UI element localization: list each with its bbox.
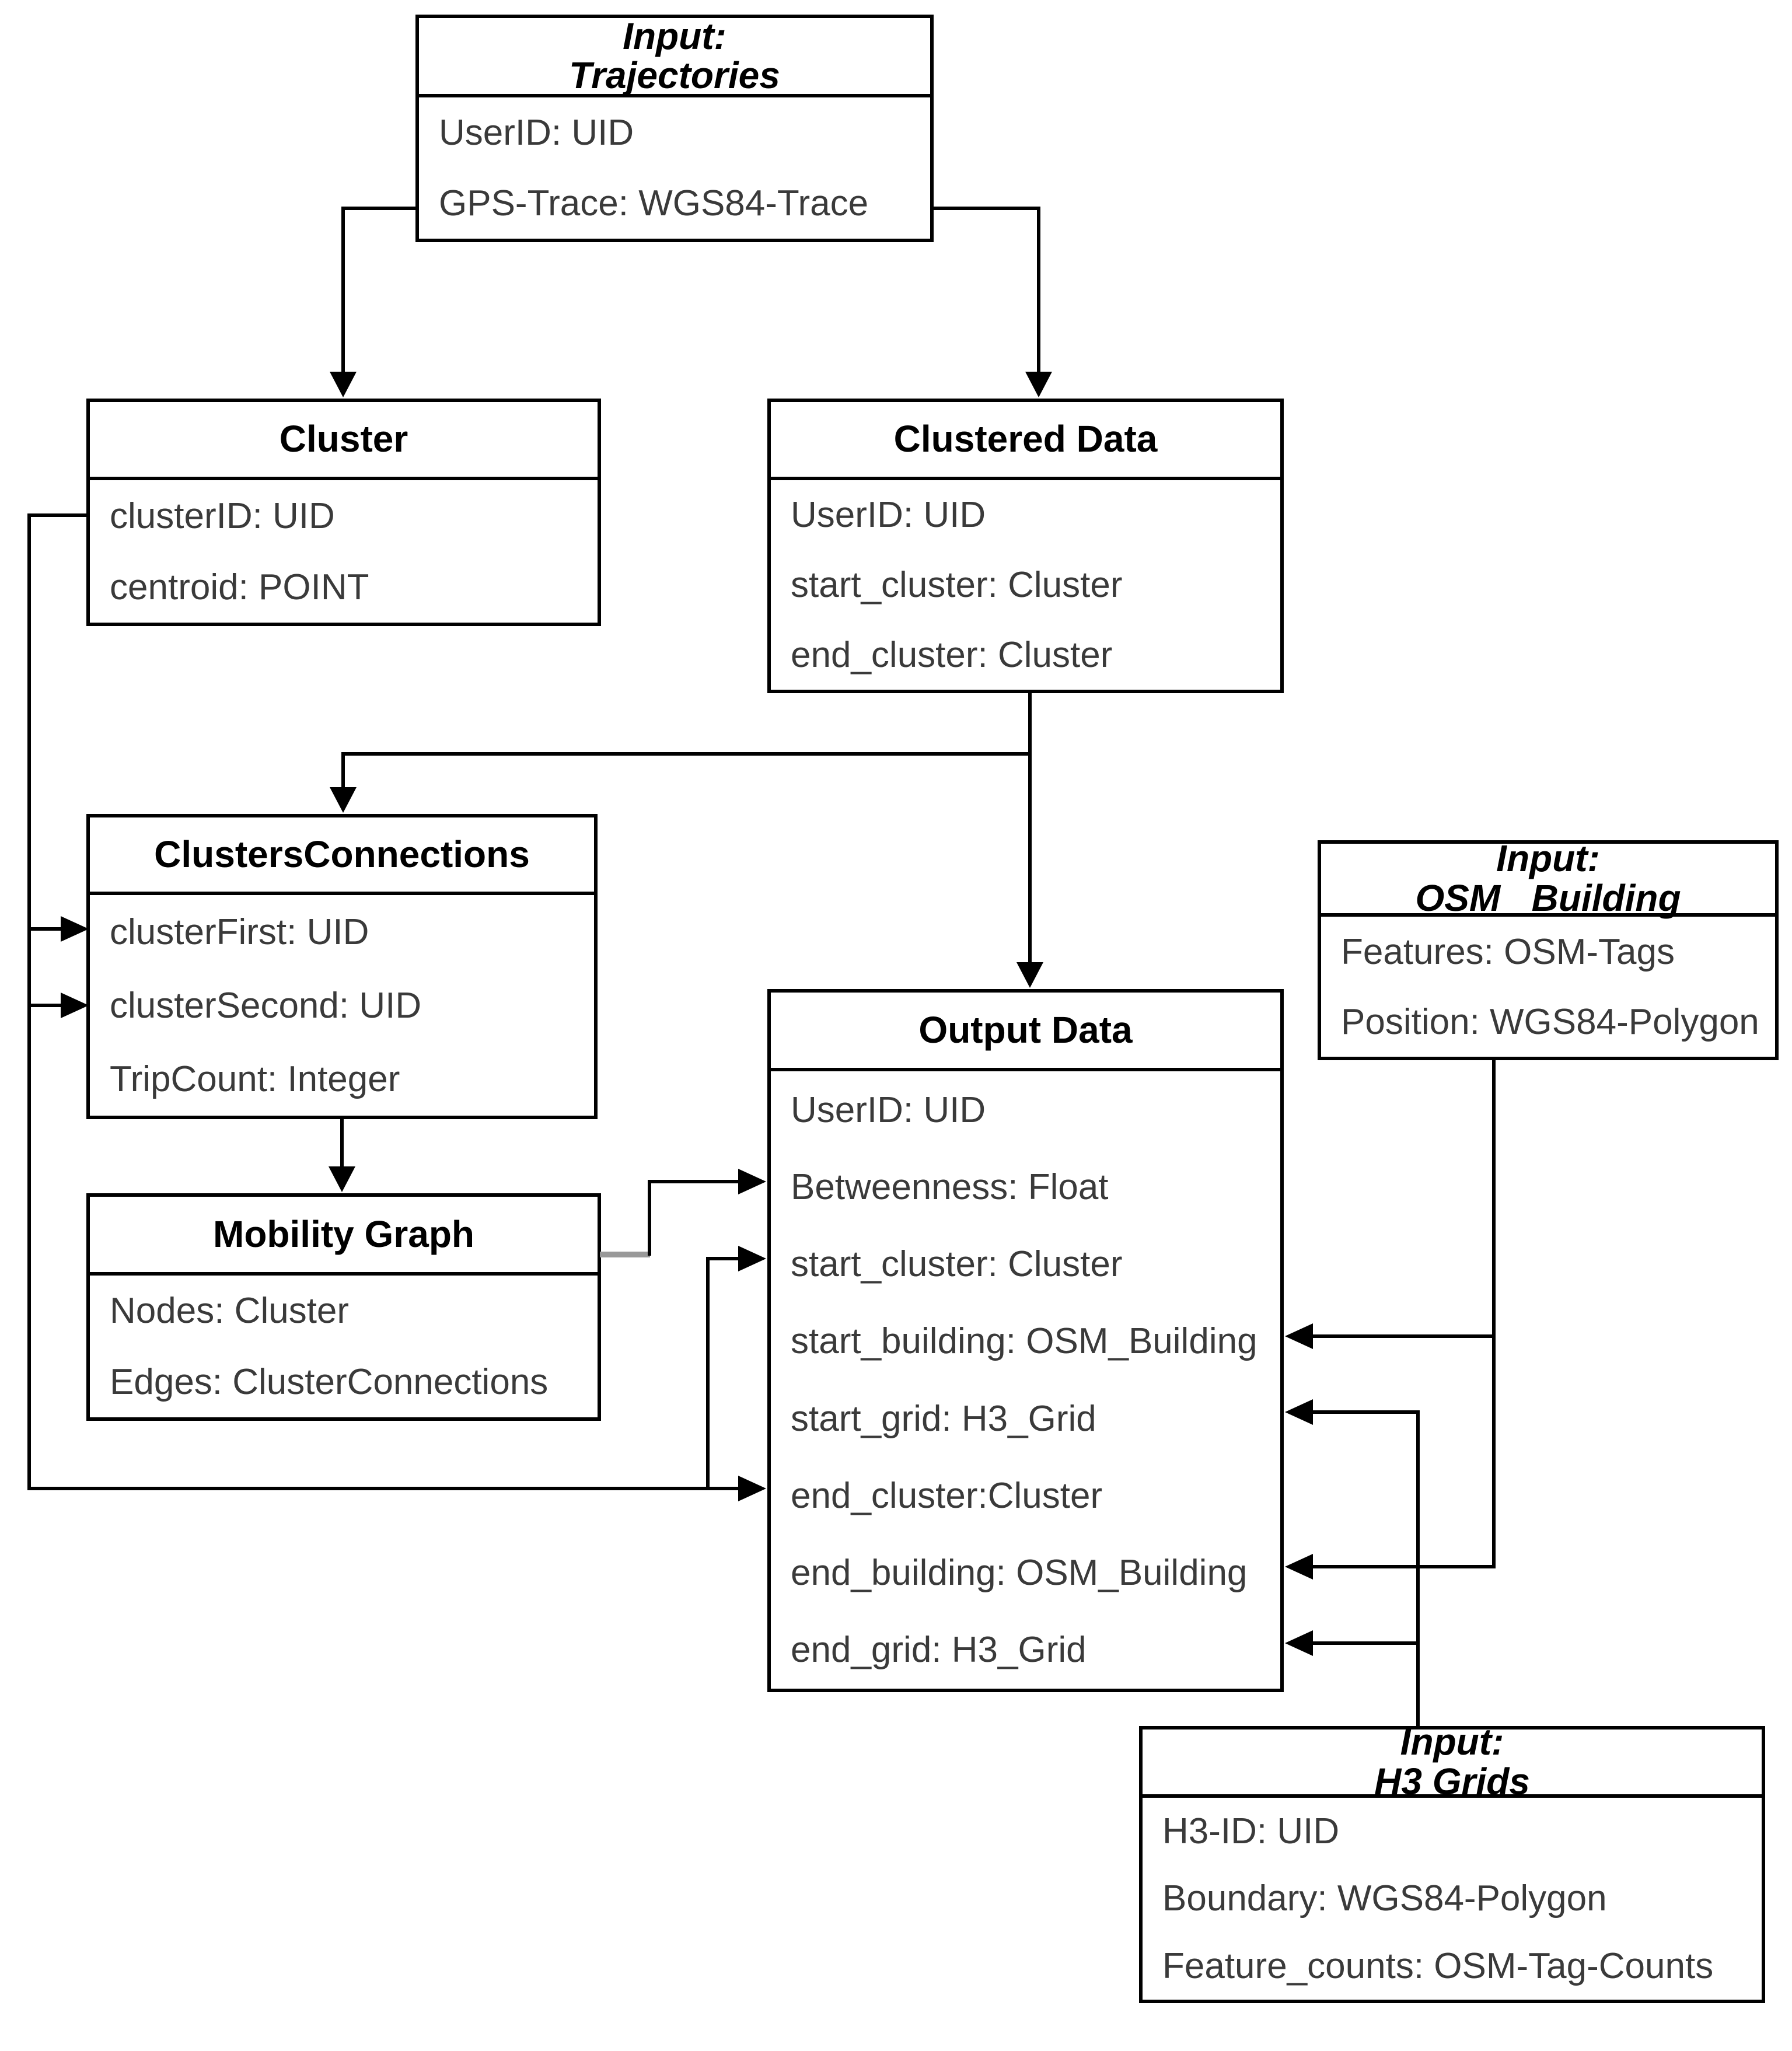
field-cluster-second: clusterSecond: UID — [110, 985, 422, 1026]
field-userid: UserID: UID — [439, 113, 634, 153]
edge-trajectories-to-cluster-segment-h — [343, 207, 415, 210]
edge-cluster-to-clusterfirst-arrowhead-right-icon — [61, 916, 89, 942]
field-nodes: Nodes: Cluster — [110, 1291, 350, 1332]
edge-h3-to-endgrid-arrowhead-left-icon — [1285, 1630, 1313, 1656]
entity-cluster: Cluster clusterID: UID centroid: POINT — [86, 399, 601, 626]
title-line1: Input: — [1400, 1721, 1504, 1763]
field-end-building: end_building: OSM_Building — [791, 1553, 1248, 1594]
field-end-cluster: end_cluster:Cluster — [791, 1475, 1103, 1516]
title-line2: OSM _Building — [1415, 876, 1681, 919]
edge-cluster-to-startcluster-segment-h — [706, 1257, 740, 1260]
field-end-cluster: end_cluster: Cluster — [791, 634, 1113, 675]
field-start-building: start_building: OSM_Building — [791, 1321, 1257, 1362]
edge-clustered-to-cc-segment-h — [341, 752, 1030, 756]
title-line1: Input: — [1496, 837, 1600, 880]
entity-clusters-connections: ClustersConnections clusterFirst: UID cl… — [86, 814, 598, 1119]
entity-mobility-graph: Mobility Graph Nodes: Cluster Edges: Clu… — [86, 1193, 601, 1421]
field-h3-id: H3-ID: UID — [1162, 1811, 1340, 1852]
edge-cluster-to-clustersecond-arrowhead-right-icon — [61, 993, 89, 1018]
edge-trajectories-to-clustered-arrowhead-down-icon — [1025, 372, 1052, 397]
entity-clustered-data-title: Clustered Data — [771, 402, 1280, 480]
field-betweenness: Betweenness: Float — [791, 1166, 1109, 1207]
edge-cluster-to-startcluster-segment-v — [706, 1257, 710, 1490]
field-position: Position: WGS84-Polygon — [1341, 1001, 1759, 1042]
edge-cluster-spine-segment-top-h — [29, 513, 86, 517]
entity-input-h3-grids: Input: H3 Grids H3-ID: UID Boundary: WGS… — [1139, 1722, 1765, 2003]
edge-h3-to-endgrid-segment-h — [1312, 1641, 1420, 1645]
field-clusterid: clusterID: UID — [110, 495, 335, 536]
edge-osm-to-startbuilding-arrowhead-left-icon — [1285, 1323, 1313, 1349]
field-start-cluster: start_cluster: Cluster — [791, 1244, 1123, 1285]
edge-h3-to-startgrid-arrowhead-left-icon — [1285, 1399, 1313, 1425]
field-centroid: centroid: POINT — [110, 567, 369, 607]
field-edges: Edges: ClusterConnections — [110, 1361, 549, 1402]
edge-mg-to-betweenness-arrowhead-right-icon — [738, 1169, 766, 1194]
entity-clustered-data: Clustered Data UserID: UID start_cluster… — [767, 399, 1284, 693]
edge-clustered-to-output-arrowhead-down-icon — [1016, 962, 1043, 988]
edge-trajectories-to-clustered-segment-h — [932, 207, 1039, 210]
entity-output-data-title: Output Data — [771, 993, 1280, 1071]
edge-h3-spine-segment-v — [1416, 1410, 1420, 1726]
edge-mg-to-betweenness-segment-gray — [600, 1252, 650, 1257]
field-feature-counts: Feature_counts: OSM-Tag-Counts — [1162, 1945, 1714, 1986]
entity-cluster-title: Cluster — [90, 402, 598, 480]
title-line2: H3 Grids — [1374, 1760, 1530, 1802]
field-boundary: Boundary: WGS84-Polygon — [1162, 1878, 1607, 1919]
field-trip-count: TripCount: Integer — [110, 1058, 400, 1099]
edge-clustered-to-output-segment-v — [1028, 692, 1032, 964]
entity-input-trajectories: Input: Trajectories UserID: UID GPS-Trac… — [415, 15, 934, 242]
edge-osm-to-endbuilding-segment-h — [1312, 1565, 1496, 1568]
entity-clusters-connections-title: ClustersConnections — [90, 817, 594, 895]
entity-input-h3-grids-title: Input: H3 Grids — [1143, 1722, 1762, 1802]
edge-osm-spine-segment-v — [1492, 1060, 1496, 1568]
edge-cluster-to-endcluster-segment-h — [27, 1487, 740, 1490]
field-start-grid: start_grid: H3_Grid — [791, 1398, 1096, 1439]
edge-trajectories-to-cluster-segment-v — [341, 207, 345, 375]
entity-mobility-graph-title: Mobility Graph — [90, 1197, 598, 1276]
edge-osm-to-startbuilding-segment-h — [1312, 1334, 1496, 1338]
edge-cc-to-mg-arrowhead-down-icon — [329, 1166, 355, 1192]
field-features: Features: OSM-Tags — [1341, 931, 1675, 972]
title-line2: Trajectories — [569, 54, 780, 96]
entity-input-trajectories-title: Input: Trajectories — [419, 15, 930, 97]
field-userid: UserID: UID — [791, 495, 986, 536]
edge-osm-to-endbuilding-arrowhead-left-icon — [1285, 1554, 1313, 1580]
edge-clustered-to-cc-segment-v — [341, 752, 345, 789]
field-userid: UserID: UID — [791, 1089, 986, 1130]
edge-cluster-spine-segment-v — [27, 513, 31, 1490]
edge-trajectories-to-cluster-arrowhead-down-icon — [330, 372, 357, 397]
edge-trajectories-to-clustered-segment-v — [1037, 207, 1040, 375]
field-end-grid: end_grid: H3_Grid — [791, 1630, 1087, 1671]
edge-cluster-to-clustersecond-segment-h — [29, 1004, 63, 1007]
edge-clustered-to-cc-arrowhead-down-icon — [330, 787, 357, 813]
field-cluster-first: clusterFirst: UID — [110, 911, 369, 952]
edge-cc-to-mg-segment-v — [340, 1119, 344, 1168]
entity-output-data: Output Data UserID: UID Betweenness: Flo… — [767, 989, 1284, 1692]
edge-cluster-to-clusterfirst-segment-h — [29, 927, 63, 931]
entity-input-osm-building: Input: OSM _Building Features: OSM-Tags … — [1318, 839, 1779, 1060]
title-line1: Input: — [623, 15, 726, 57]
field-start-cluster: start_cluster: Cluster — [791, 564, 1123, 605]
field-gps-trace: GPS-Trace: WGS84-Trace — [439, 183, 869, 223]
edge-h3-to-startgrid-segment-h — [1312, 1410, 1420, 1414]
edge-cluster-to-endcluster-arrowhead-right-icon — [738, 1476, 766, 1501]
edge-mg-to-betweenness-segment-v — [648, 1180, 651, 1256]
edge-cluster-to-startcluster-arrowhead-right-icon — [738, 1246, 766, 1271]
entity-input-osm-building-title: Input: OSM _Building — [1321, 839, 1775, 919]
edge-mg-to-betweenness-segment-h — [648, 1180, 740, 1183]
